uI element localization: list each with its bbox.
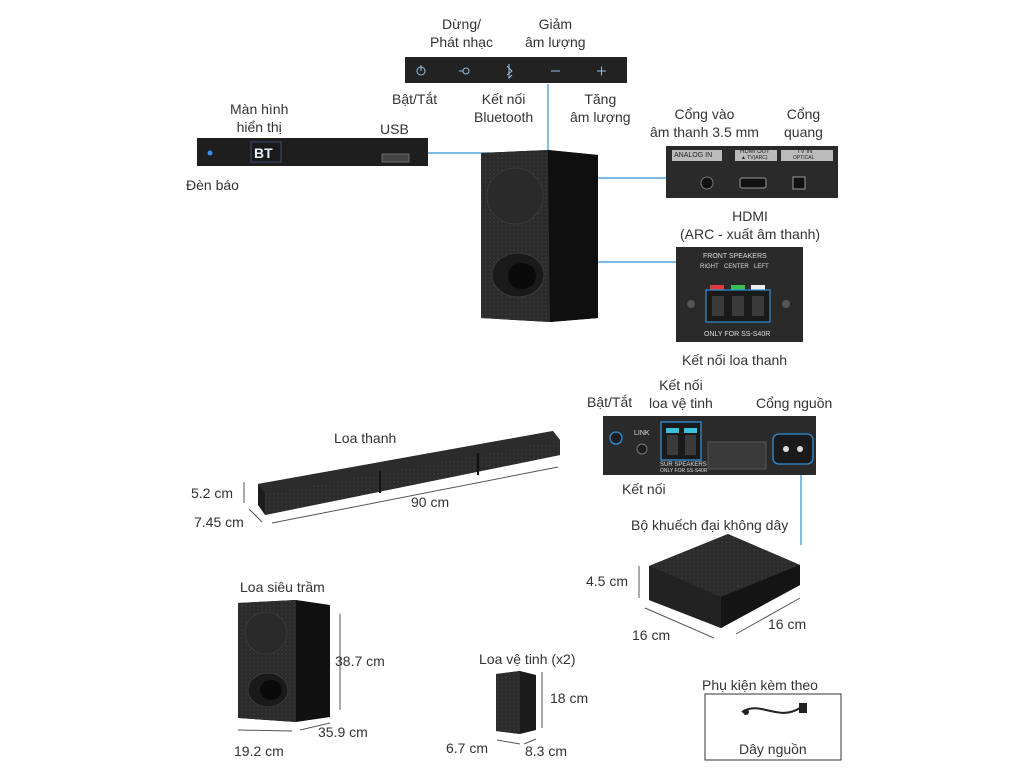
dim-amp-depth: 16 cm <box>768 616 807 632</box>
dim-sat-height: 18 cm <box>550 690 589 706</box>
label-volume-down: Giảm âm lượng <box>525 16 586 50</box>
label-soundbar: Loa thanh <box>334 430 397 446</box>
label-power: Bật/Tắt <box>392 91 438 107</box>
label-satellite: Loa vệ tinh (x2) <box>479 651 576 667</box>
display-panel <box>197 138 428 166</box>
accessory-box <box>704 693 842 761</box>
label-optical: Cổng quang <box>784 106 823 140</box>
label-satellite-connect: Kết nối loa vệ tinh <box>649 377 713 411</box>
subwoofer-image <box>238 600 330 722</box>
satellite-image <box>496 671 536 734</box>
amplifier-dimension-lines <box>638 566 801 639</box>
print-sur-speakers: SUR SPEAKERS <box>660 462 707 468</box>
label-display: Màn hình hiển thị <box>230 101 289 135</box>
dim-sub-width: 19.2 cm <box>234 743 284 759</box>
label-link: Kết nối <box>622 481 666 497</box>
subwoofer-dimension-lines <box>237 614 341 732</box>
soundbar-dimension-lines <box>243 466 559 524</box>
label-accessories: Phụ kiện kèm theo <box>702 677 818 693</box>
print-sur-only: ONLY FOR SS-S40R <box>660 468 708 474</box>
print-center: CENTER <box>724 264 749 270</box>
amp-rear-panel <box>603 416 816 475</box>
dim-amp-width: 16 cm <box>632 627 671 643</box>
dim-sat-width: 6.7 cm <box>446 740 489 756</box>
label-volume-up: Tăng âm lượng <box>570 91 631 125</box>
label-amplifier: Bộ khuếch đại không dây <box>631 517 789 533</box>
print-hdmi-out: HDMI OUT <box>740 149 770 155</box>
print-left: LEFT <box>754 264 769 270</box>
label-analog-in: Cổng vào âm thanh 3.5 mm <box>650 106 759 140</box>
dim-sat-depth: 8.3 cm <box>525 743 568 759</box>
rear-ports-panel <box>666 146 838 198</box>
dim-soundbar-height: 5.2 cm <box>191 485 234 501</box>
label-front-speakers: Kết nối loa thanh <box>682 352 788 368</box>
print-analog-in: ANALOG IN <box>674 152 713 159</box>
print-link: LINK <box>634 430 650 437</box>
label-bluetooth: Kết nối Bluetooth <box>474 91 534 125</box>
print-only-for: ONLY FOR SS-S40R <box>704 331 771 338</box>
label-pause-play: Dừng/ Phát nhạc <box>430 16 494 50</box>
dim-soundbar-width: 90 cm <box>411 494 450 510</box>
label-usb: USB <box>380 121 409 137</box>
connector-lines <box>428 84 802 545</box>
subwoofer-main <box>481 150 598 322</box>
top-control-panel <box>405 57 627 83</box>
satellite-dimension-lines <box>496 672 543 745</box>
dim-amp-height: 4.5 cm <box>586 573 629 589</box>
print-tv-in: TV IN <box>797 149 813 155</box>
label-amp-power: Bật/Tắt <box>587 394 633 410</box>
dim-soundbar-depth: 7.45 cm <box>194 514 244 530</box>
print-front-speakers: FRONT SPEAKERS <box>703 253 767 260</box>
print-right: RIGHT <box>700 264 719 270</box>
label-indicator: Đèn báo <box>186 177 239 193</box>
label-subwoofer: Loa siêu trầm <box>240 579 325 595</box>
label-power-cord: Dây nguồn <box>739 741 807 757</box>
front-speaker-panel <box>676 247 803 342</box>
label-power-port: Cổng nguồn <box>756 395 833 411</box>
amplifier-image <box>649 534 800 628</box>
print-hdmi-arc: ▲ TV(ARC) <box>741 155 768 161</box>
print-optical: OPTICAL <box>793 155 815 161</box>
label-hdmi: HDMI (ARC - xuất âm thanh) <box>680 208 821 242</box>
dim-sub-height: 38.7 cm <box>335 653 385 669</box>
soundbar-image <box>258 431 560 515</box>
dim-sub-depth: 35.9 cm <box>318 724 368 740</box>
display-text: BT <box>254 145 273 161</box>
